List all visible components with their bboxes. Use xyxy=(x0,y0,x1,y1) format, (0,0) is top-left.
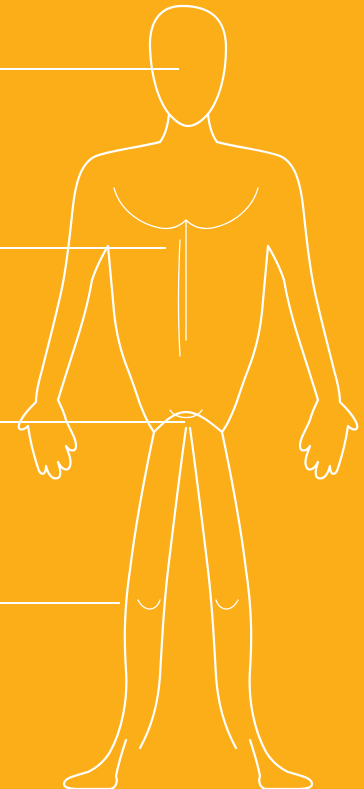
right-leg-outline xyxy=(222,432,312,789)
groin-outline xyxy=(154,412,222,432)
right-torso-arm-outline xyxy=(217,142,357,478)
right-inner-leg-outline xyxy=(190,428,236,748)
left-knee-detail xyxy=(138,600,160,609)
right-knee-detail xyxy=(216,600,238,609)
left-leg-outline xyxy=(64,432,154,789)
head-outline xyxy=(150,6,226,126)
abdominal-line-left xyxy=(179,240,181,356)
neck-outline-right xyxy=(208,114,217,142)
neck-outline xyxy=(160,114,169,142)
left-inner-leg-outline xyxy=(140,428,186,748)
left-torso-arm-outline xyxy=(19,142,160,478)
